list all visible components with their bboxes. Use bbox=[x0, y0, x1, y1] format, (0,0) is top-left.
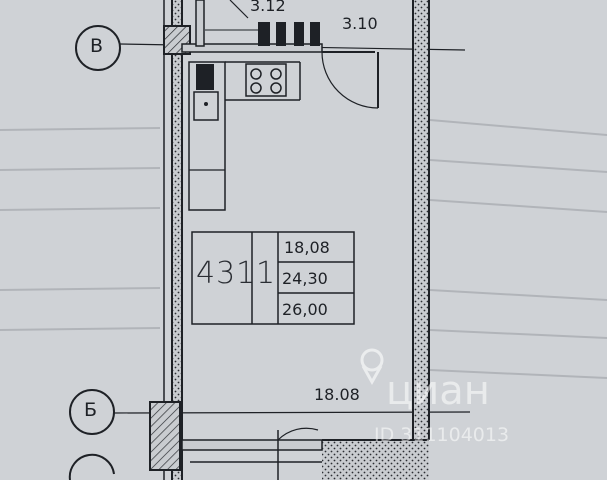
area-total: 24,30 bbox=[282, 269, 328, 288]
area-with-balcony: 26,00 bbox=[282, 300, 328, 319]
area-table bbox=[191, 231, 355, 325]
watermark-brand: циан bbox=[386, 368, 490, 414]
bottom-wall bbox=[181, 439, 429, 480]
left-wall bbox=[163, 0, 183, 480]
dimension-bottom: 18.08 bbox=[314, 385, 360, 404]
apartment-number: 431 bbox=[196, 256, 257, 291]
axis-label-b: Б bbox=[84, 399, 98, 421]
kitchen-counter bbox=[188, 61, 301, 211]
area-living: 18,08 bbox=[284, 238, 330, 257]
balcony-door bbox=[277, 427, 319, 480]
column-b bbox=[149, 401, 181, 471]
dimension-top-right: 3.10 bbox=[342, 14, 378, 33]
dimension-top-left: 3.12 bbox=[250, 0, 286, 15]
right-wall bbox=[412, 0, 430, 440]
background-document-texture bbox=[0, 119, 607, 379]
entrance-door bbox=[321, 51, 379, 109]
watermark-id: ID 311104013 bbox=[374, 424, 510, 446]
room-count: 1 bbox=[256, 256, 277, 291]
axis-label-v: В bbox=[90, 35, 104, 57]
bathroom-partition bbox=[181, 0, 323, 53]
location-pin-icon bbox=[360, 348, 384, 386]
